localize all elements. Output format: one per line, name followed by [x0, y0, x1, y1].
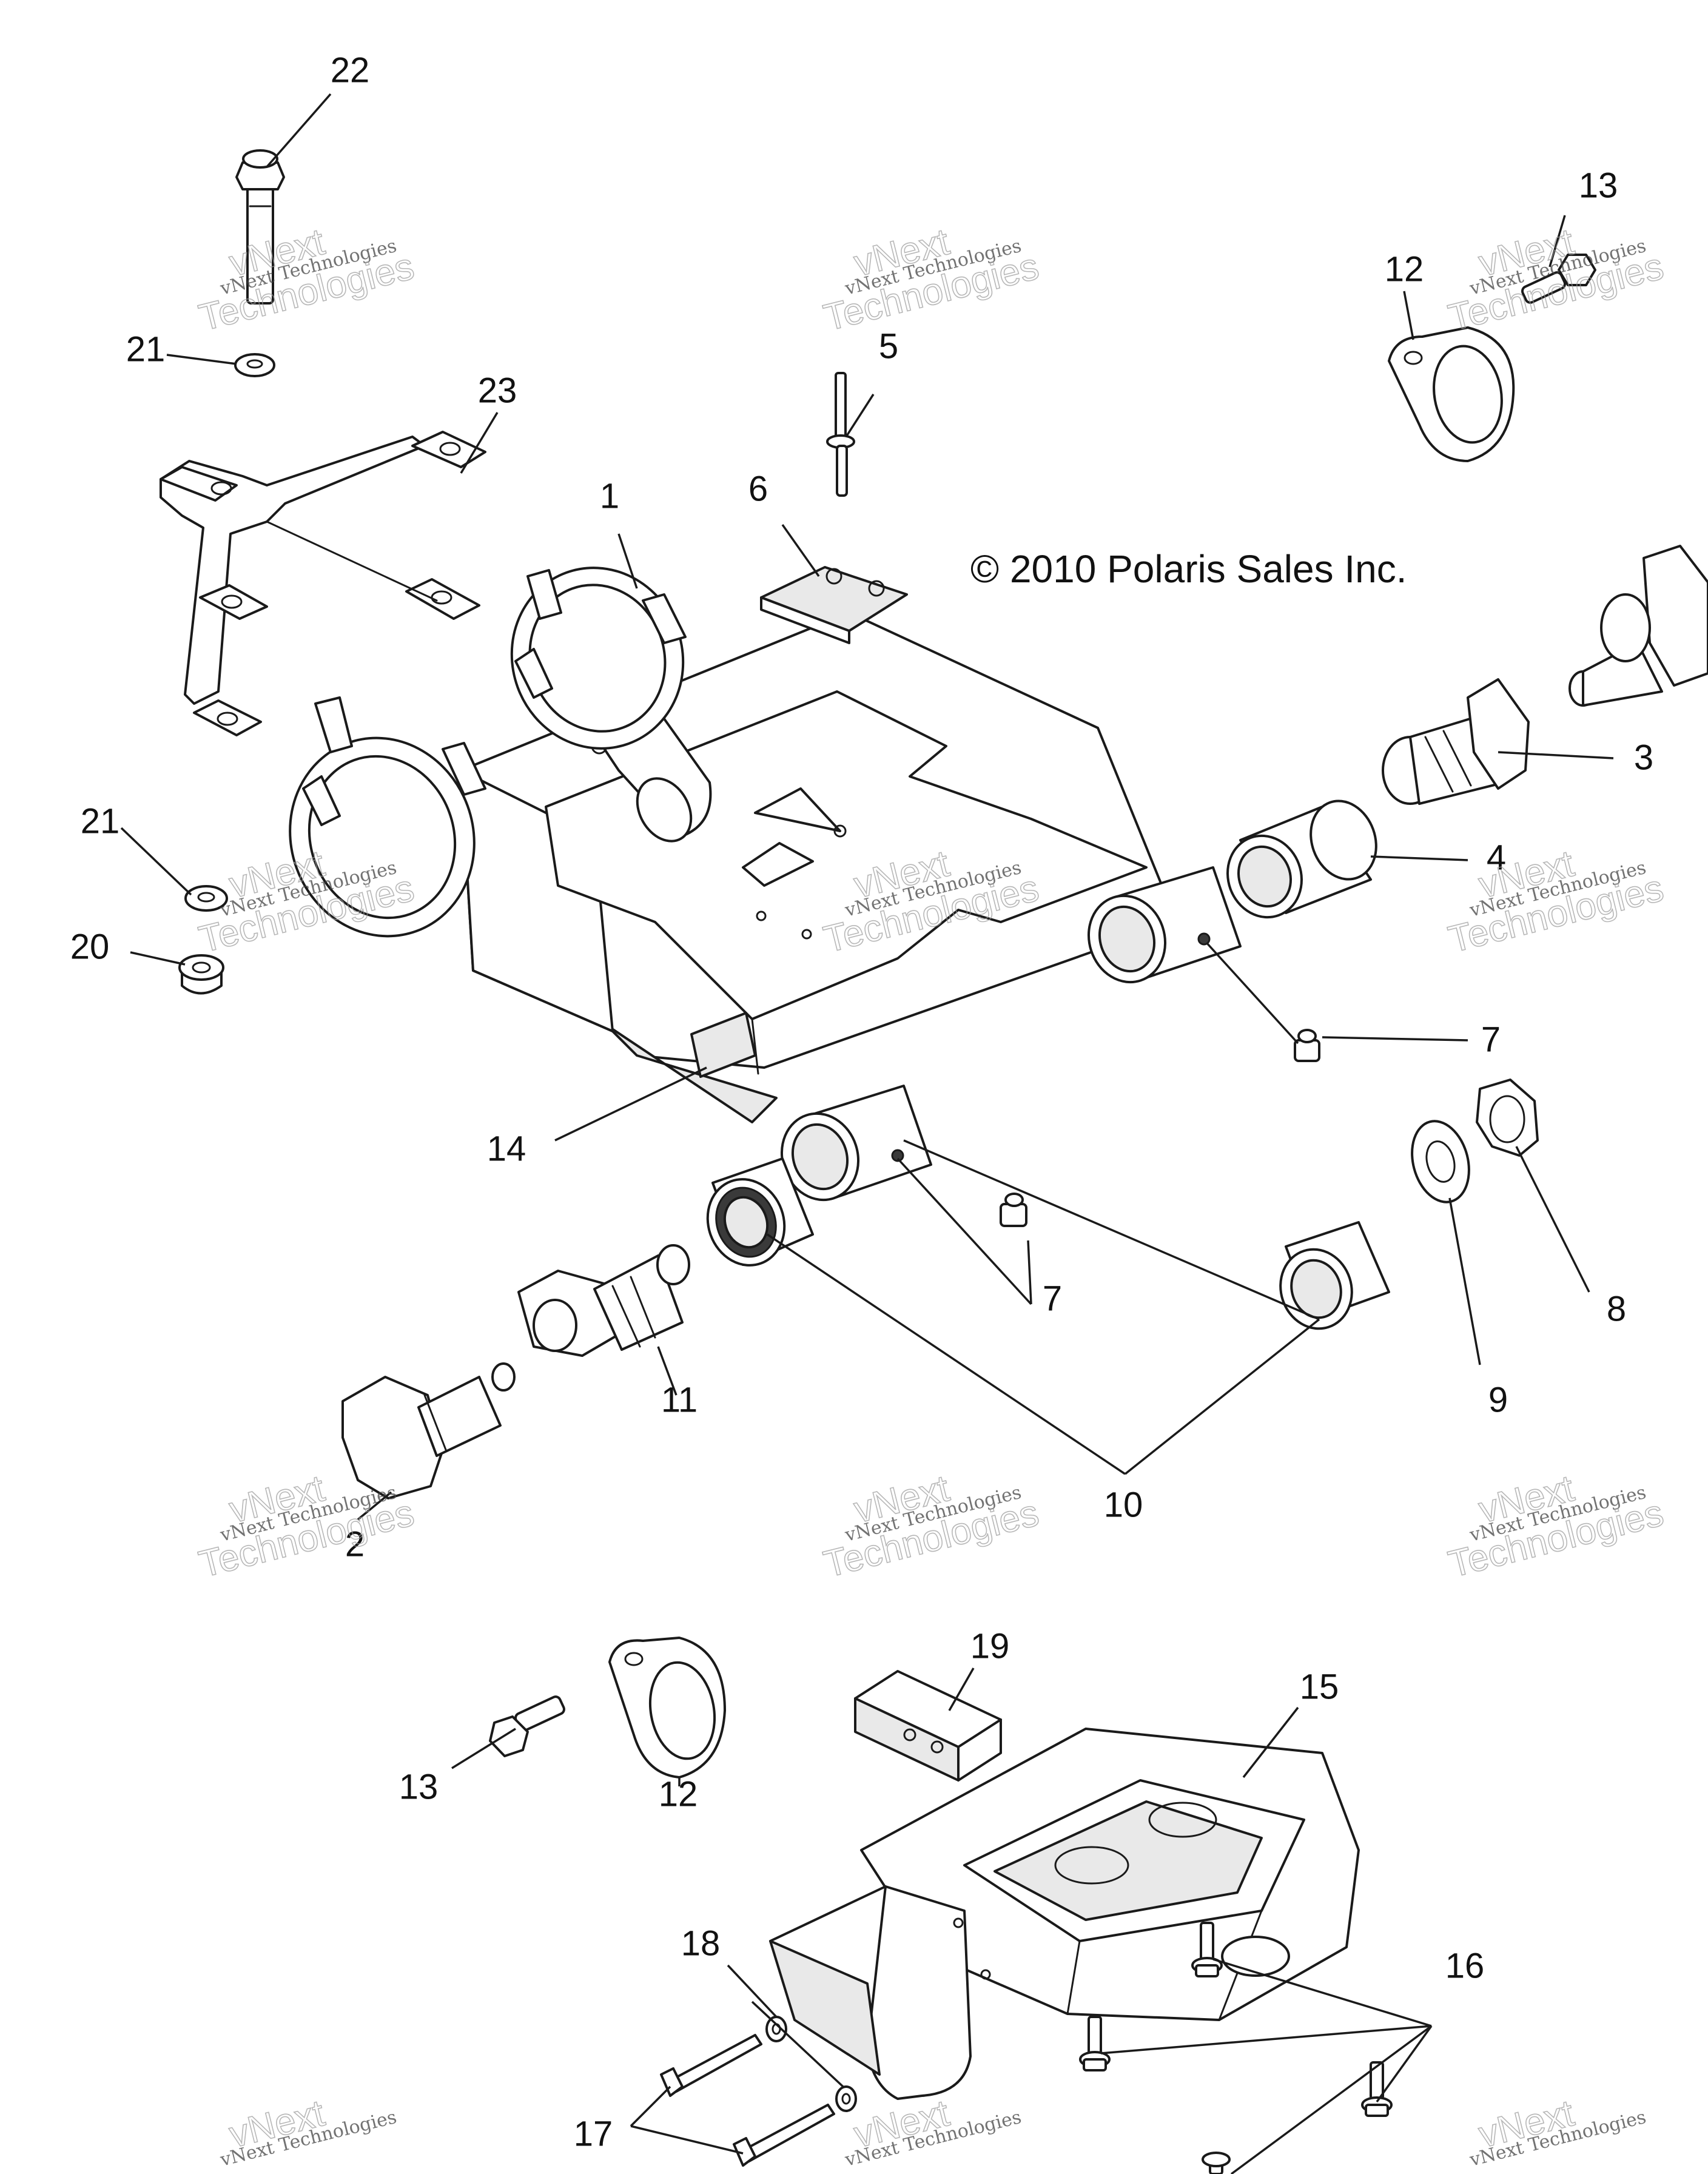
- watermark-6: vNext vNext Technologies Technologies: [1444, 842, 1668, 961]
- part-7-fitting-upper: [1294, 1029, 1320, 1062]
- callout-23: 23: [478, 371, 517, 410]
- part-1-front-tube-upper: [1087, 866, 1242, 984]
- watermark-9: vNext vNext Technologies Technologies: [1444, 1467, 1668, 1586]
- watermark-12: vNext vNext Technologies: [1467, 2092, 1649, 2171]
- part-3-pivot-bolt: [1382, 678, 1530, 805]
- watermark-8: vNext vNext Technologies Technologies: [819, 1467, 1043, 1586]
- part-21-washer-top: [234, 353, 275, 377]
- callout-4: 4: [1487, 838, 1506, 877]
- callout-13-top: 13: [1579, 166, 1618, 205]
- part-1-left-clamp: [289, 696, 486, 938]
- part-15-housing: [769, 1728, 1360, 2100]
- part-1-swing-arm: [289, 567, 1242, 1202]
- part-18-nut-upper: [765, 2016, 787, 2042]
- part-16-bolt-1: [1191, 1922, 1223, 1977]
- watermark-2: vNext vNext Technologies Technologies: [819, 220, 1043, 340]
- part-3-stud-right: [1568, 545, 1708, 707]
- part-17-bolt-upper: [660, 2034, 762, 2097]
- part-5-rivet: [826, 372, 855, 497]
- callout-7-upper: 7: [1481, 1020, 1501, 1059]
- part-6-pad: [760, 566, 908, 644]
- part-13-bolt-bottom: [489, 1695, 565, 1757]
- callout-10: 10: [1104, 1485, 1143, 1524]
- callout-20: 20: [70, 927, 110, 966]
- callout-12-top: 12: [1385, 249, 1424, 289]
- part-19-bumper: [854, 1670, 1002, 1782]
- callout-18: 18: [681, 1923, 721, 1963]
- part-21-washer-left: [184, 885, 228, 912]
- copyright-notice: © 2010 Polaris Sales Inc.: [970, 547, 1407, 591]
- callout-15: 15: [1300, 1667, 1339, 1706]
- part-1-front-tube-lower: [780, 1085, 932, 1202]
- part-12-lock-plate-bottom: [608, 1637, 726, 1779]
- callout-14: 14: [487, 1129, 526, 1168]
- part-18-nut-lower: [835, 2085, 857, 2112]
- callout-16: 16: [1445, 1946, 1485, 1985]
- callout-11: 11: [661, 1380, 698, 1419]
- callout-6: 6: [748, 469, 768, 508]
- part-10-bearing-left: [706, 1157, 814, 1267]
- part-7-fitting-lower: [1000, 1193, 1027, 1227]
- part-16-bolt-3: [1361, 2061, 1393, 2117]
- callout-3: 3: [1634, 738, 1653, 777]
- callout-17: 17: [574, 2114, 613, 2153]
- watermark-3: vNext vNext Technologies Technologies: [1444, 220, 1668, 340]
- leader-lines: [120, 93, 1614, 2174]
- part-13-bolt-top: [1521, 254, 1596, 304]
- part-1-right-clamp: [510, 567, 687, 750]
- part-8-nut: [1476, 1079, 1539, 1157]
- part-10-bushing-right: [1279, 1221, 1390, 1330]
- callout-21-left: 21: [81, 801, 120, 841]
- part-23-bracket: [160, 431, 486, 736]
- part-9-washer: [1411, 1120, 1470, 1203]
- callout-7-lower: 7: [1043, 1279, 1062, 1318]
- part-2-pivot-bolt: [341, 1362, 516, 1499]
- part-16-bolt-2: [1079, 2016, 1111, 2071]
- part-11-pivot-shaft: [517, 1244, 690, 1357]
- part-17-bolt-lower: [733, 2104, 835, 2167]
- callout-21-top: 21: [126, 329, 166, 369]
- part-20-nut: [178, 954, 224, 995]
- part-12-lock-plate-top: [1388, 326, 1515, 462]
- part-16-bolt-4: [1202, 2152, 1231, 2174]
- callout-19: 19: [970, 1626, 1010, 1666]
- callout-5: 5: [879, 326, 898, 366]
- callout-1: 1: [600, 476, 619, 516]
- callout-12-bottom: 12: [659, 1774, 698, 1814]
- callout-2: 2: [345, 1524, 365, 1564]
- callout-9: 9: [1488, 1380, 1508, 1419]
- callout-8: 8: [1607, 1289, 1626, 1328]
- watermark-10: vNext vNext Technologies: [218, 2092, 399, 2171]
- callout-13-bottom: 13: [399, 1767, 439, 1806]
- part-4-bushing: [1226, 799, 1377, 919]
- callout-labels: 22 21 23 1 5 6 13 12 3 4 7 7 8 9 10 11 1…: [70, 50, 1653, 2153]
- callout-22: 22: [331, 50, 370, 90]
- part-22-bolt: [235, 149, 285, 305]
- watermark-1: vNext vNext Technologies Technologies: [195, 220, 419, 340]
